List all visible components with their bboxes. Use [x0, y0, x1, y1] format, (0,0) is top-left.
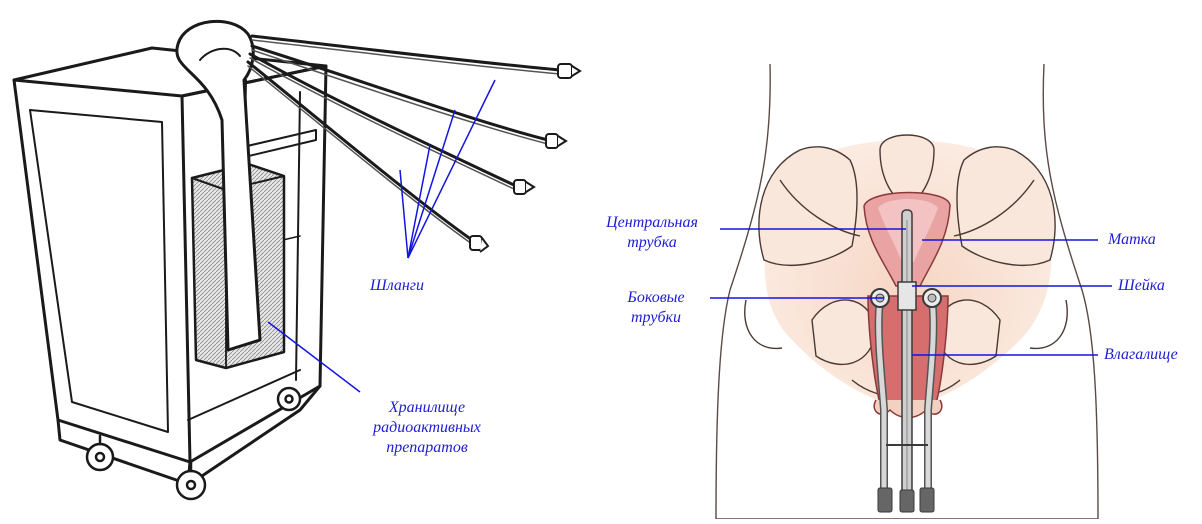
label-hoses-text: Шланги	[370, 277, 424, 294]
label-central-tube: Центральная трубка	[592, 213, 712, 253]
label-storage-line3: препаратов	[352, 438, 502, 458]
label-side-tubes-line2: трубки	[606, 308, 706, 328]
left-iliac	[759, 147, 857, 265]
label-side-tubes: Боковые трубки	[606, 288, 706, 328]
label-storage-line2: радиоактивных	[352, 418, 502, 438]
label-cervix-text: Шейка	[1118, 277, 1165, 294]
label-hoses: Шланги	[370, 276, 424, 296]
right-iliac	[957, 147, 1055, 265]
label-uterus: Матка	[1108, 230, 1156, 250]
afterloader-cart-drawing	[14, 21, 326, 499]
label-storage: Хранилище радиоактивных препаратов	[352, 398, 502, 458]
hose-connectors	[470, 64, 580, 252]
label-cervix: Шейка	[1118, 276, 1165, 296]
label-central-tube-line1: Центральная	[592, 213, 712, 233]
label-side-tubes-line1: Боковые	[606, 288, 706, 308]
label-vagina: Влагалище	[1104, 345, 1178, 365]
label-storage-line1: Хранилище	[352, 398, 502, 418]
cabinet-front-panel	[14, 80, 190, 462]
label-central-tube-line2: трубка	[592, 233, 712, 253]
label-uterus-text: Матка	[1108, 231, 1156, 248]
label-vagina-text: Влагалище	[1104, 346, 1178, 363]
